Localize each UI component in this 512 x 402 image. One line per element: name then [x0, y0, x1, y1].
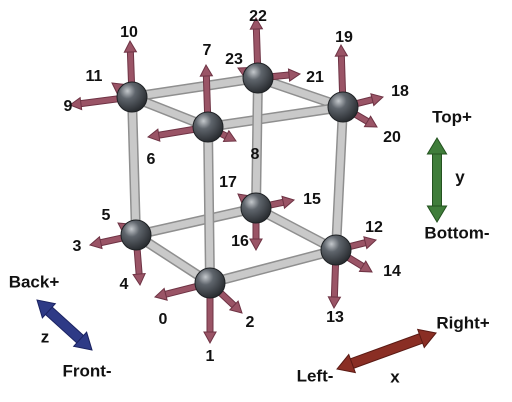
vector-label: 23 — [225, 51, 243, 68]
vector-label: 0 — [159, 311, 168, 328]
vector-label: 20 — [383, 129, 401, 146]
y-axis-name-label: y — [455, 167, 465, 186]
cube-edge — [204, 103, 347, 131]
vector-label: 12 — [365, 219, 383, 236]
cube-edge — [132, 204, 260, 239]
vector-label: 1 — [206, 348, 215, 365]
vector-label: 8 — [251, 146, 260, 163]
vector-label: 3 — [73, 238, 82, 255]
vector-label: 21 — [306, 69, 324, 86]
z-axis-name-label: z — [41, 327, 50, 346]
cube-node — [192, 111, 224, 143]
cube-node — [194, 267, 226, 299]
vector-label: 9 — [64, 98, 73, 115]
cube-node — [320, 234, 352, 266]
x-axis-negative-label: Left- — [297, 366, 334, 385]
vector-label: 6 — [147, 151, 156, 168]
vector-label: 17 — [219, 174, 237, 191]
cube-edge — [206, 246, 340, 287]
y-axis-arrow — [426, 137, 448, 223]
vector-label: 5 — [102, 207, 111, 224]
x-axis-positive-label: Right+ — [436, 313, 489, 332]
cube-edge — [252, 74, 262, 212]
vector-label: 11 — [86, 68, 103, 85]
cube-edge — [128, 93, 140, 239]
vector-label: 18 — [391, 83, 409, 100]
y-axis-positive-label: Top+ — [432, 107, 472, 126]
vector-label: 4 — [120, 276, 129, 293]
z-axis-negative-label: Front- — [62, 361, 111, 380]
cube-node — [240, 192, 272, 224]
cube-node — [242, 62, 274, 94]
cube-edge — [204, 123, 214, 287]
z-axis-positive-label: Back+ — [9, 272, 60, 291]
vector-label: 15 — [303, 191, 321, 208]
cube-node — [327, 91, 359, 123]
vector-label: 19 — [335, 29, 353, 46]
vector-label: 10 — [120, 24, 138, 41]
vector-label: 22 — [249, 8, 267, 25]
cube-node — [116, 81, 148, 113]
vector-label: 13 — [326, 309, 344, 326]
cube-edges — [127, 73, 348, 288]
x-axis-name-label: x — [390, 367, 400, 386]
y-axis-negative-label: Bottom- — [424, 223, 489, 242]
vector-label: 7 — [203, 42, 212, 59]
cube-nodes — [116, 62, 359, 299]
z-axis-arrow — [36, 299, 93, 351]
cube-node — [120, 219, 152, 251]
cube-edge — [332, 103, 347, 254]
x-axis-arrow — [336, 328, 437, 374]
vector-label: 14 — [383, 263, 401, 280]
vector-label: 2 — [246, 314, 255, 331]
vector-label: 16 — [231, 233, 249, 250]
cube-edge — [128, 74, 262, 101]
